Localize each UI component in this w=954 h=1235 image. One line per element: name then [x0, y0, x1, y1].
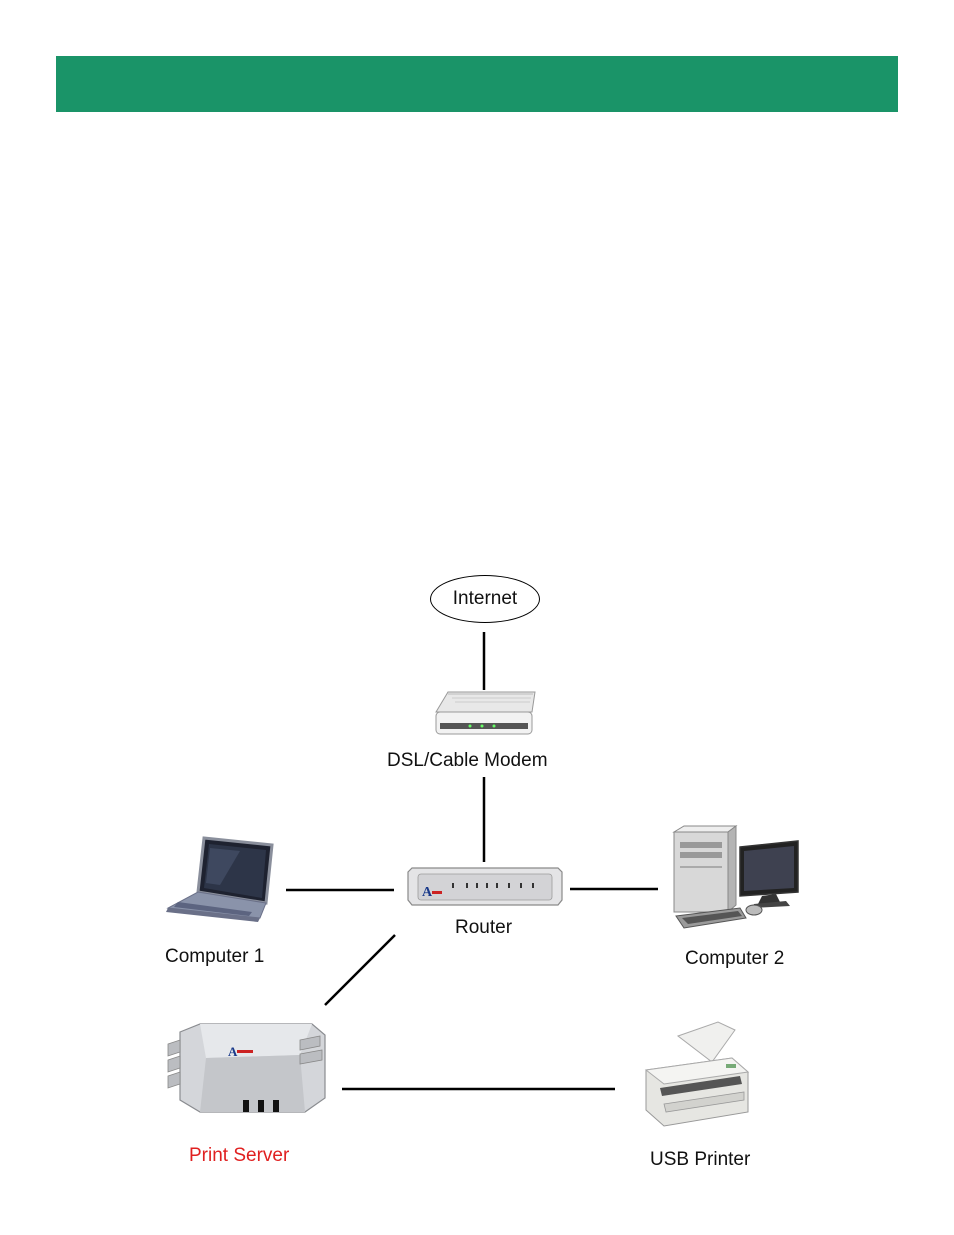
svg-text:A: A	[422, 885, 433, 900]
internet-label: Internet	[452, 588, 518, 609]
print-server-icon: A	[167, 1023, 326, 1113]
computer2-label: Computer 2	[685, 948, 785, 969]
internet-node: Internet	[430, 575, 540, 623]
printer-icon	[644, 1021, 750, 1127]
header-bar	[56, 56, 898, 112]
router-icon: A	[407, 867, 563, 906]
computer1-label: Computer 1	[165, 946, 265, 967]
svg-text:A: A	[228, 1044, 238, 1059]
line-router-printserver	[324, 934, 396, 1006]
print-server-label: Print Server	[189, 1145, 290, 1166]
router-label: Router	[455, 917, 513, 938]
printer-label: USB Printer	[650, 1149, 751, 1170]
desktop-computer-icon	[672, 825, 799, 929]
modem-icon	[435, 691, 536, 735]
modem-label: DSL/Cable Modem	[387, 750, 548, 771]
laptop-icon	[166, 836, 274, 922]
